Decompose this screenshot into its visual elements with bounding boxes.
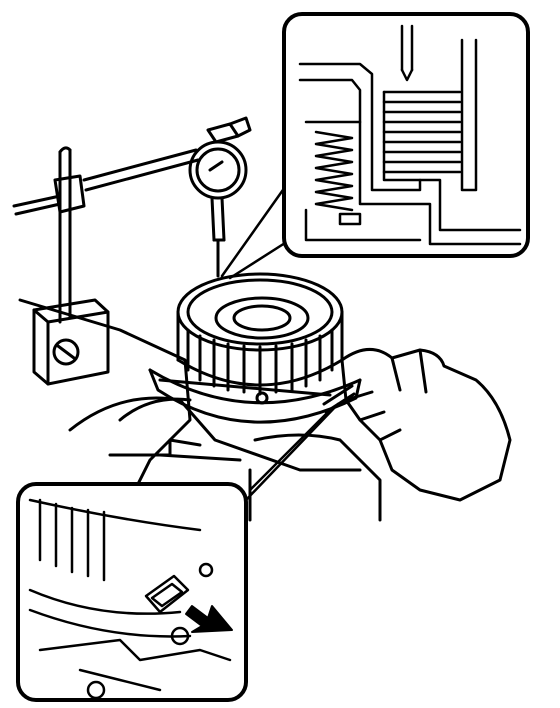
air-port-detail — [16, 482, 248, 702]
magnetic-base — [12, 146, 200, 386]
arrow — [185, 605, 233, 633]
clutch-drum — [148, 272, 362, 424]
clutch-pack-detail — [282, 12, 530, 258]
hand — [322, 348, 512, 502]
dial-indicator — [188, 116, 252, 278]
